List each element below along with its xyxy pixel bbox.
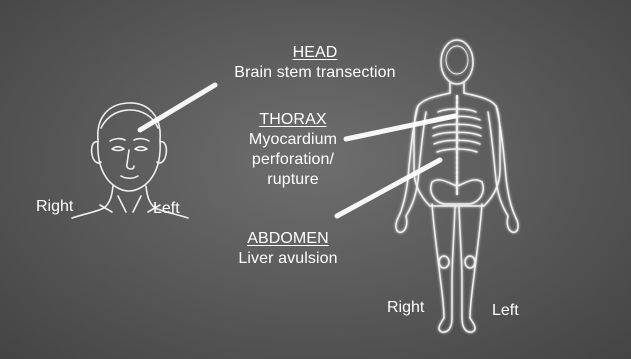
- abdomen-label: ABDOMEN Liver avulsion: [232, 229, 344, 269]
- body-right-label: Right: [387, 298, 424, 318]
- abdomen-finding: Liver avulsion: [232, 249, 344, 269]
- head-left-label: Left: [153, 199, 180, 219]
- head-region-title: HEAD: [222, 43, 408, 63]
- abdomen-pointer-line: [337, 160, 440, 216]
- thorax-region-title: THORAX: [238, 110, 348, 130]
- abdomen-region-title: ABDOMEN: [232, 229, 344, 249]
- head-pointer-line: [140, 85, 215, 130]
- thorax-finding-line-2: perforation/: [238, 150, 348, 170]
- thorax-finding-line-1: Myocardium: [238, 130, 348, 150]
- body-left-label: Left: [492, 301, 519, 321]
- head-label: HEAD Brain stem transection: [222, 43, 408, 83]
- thorax-finding-line-3: rupture: [238, 170, 348, 190]
- thorax-label: THORAX Myocardium perforation/ rupture: [238, 110, 348, 190]
- head-finding: Brain stem transection: [222, 63, 408, 83]
- thorax-pointer-line: [346, 116, 455, 139]
- head-right-label: Right: [36, 197, 73, 217]
